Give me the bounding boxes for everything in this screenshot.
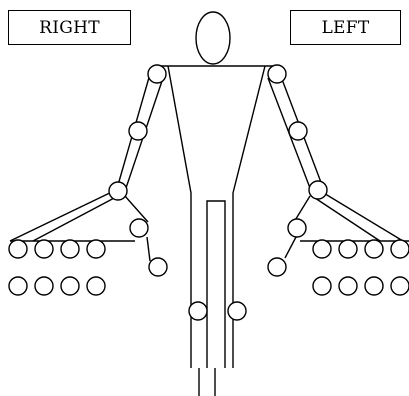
right-finger-line: [146, 236, 151, 262]
right-wrist-joint: [108, 181, 128, 201]
left-finger-line: [284, 236, 297, 259]
left-side-label: LEFT: [290, 10, 401, 45]
left-fingertip-row1-2: [338, 239, 358, 259]
left-elbow-joint: [288, 121, 308, 141]
left-fingertip-row1-3: [364, 239, 384, 259]
right-finger-joint: [148, 257, 168, 277]
left-finger-joint: [267, 257, 287, 277]
head: [195, 11, 231, 65]
right-fingertip-row1-1: [8, 239, 28, 259]
right-fingertip-row1-3: [60, 239, 80, 259]
left-knee-joint: [227, 301, 247, 321]
right-knee-joint: [188, 301, 208, 321]
left-shoulder-joint: [267, 64, 287, 84]
right-fingertip-row1-4: [86, 239, 106, 259]
torso-right-side: [167, 65, 192, 368]
right-elbow-joint: [128, 121, 148, 141]
left-fingertip-row2-1: [312, 276, 332, 296]
left-wrist-line: [293, 195, 311, 223]
left-fingertip-row2-2: [338, 276, 358, 296]
right-wrist-line: [124, 195, 149, 223]
left-hand-joint: [287, 218, 307, 238]
right-forearm-upper: [9, 188, 119, 242]
torso-left-side: [232, 65, 266, 368]
left-fingertip-row1-1: [312, 239, 332, 259]
right-forearm-lower: [32, 195, 119, 242]
right-fingertip-row2-2: [34, 276, 54, 296]
left-forearm-lower: [311, 195, 381, 242]
right-shoulder-joint: [147, 64, 167, 84]
left-fingertip-row1-4: [390, 239, 409, 259]
right-hand-joint: [129, 218, 149, 238]
right-fingertip-row2-4: [86, 276, 106, 296]
left-fingertip-row2-3: [364, 276, 384, 296]
right-fingertip-row1-2: [34, 239, 54, 259]
left-fingertip-row2-4: [390, 276, 409, 296]
right-fingertip-row2-1: [8, 276, 28, 296]
inner-legs: [206, 200, 226, 368]
right-side-label: RIGHT: [8, 10, 131, 45]
right-side-label-text: RIGHT: [39, 17, 100, 38]
left-side-label-text: LEFT: [321, 17, 370, 38]
left-wrist-joint: [308, 180, 328, 200]
right-fingertip-row2-3: [60, 276, 80, 296]
left-forearm-upper: [321, 191, 404, 242]
